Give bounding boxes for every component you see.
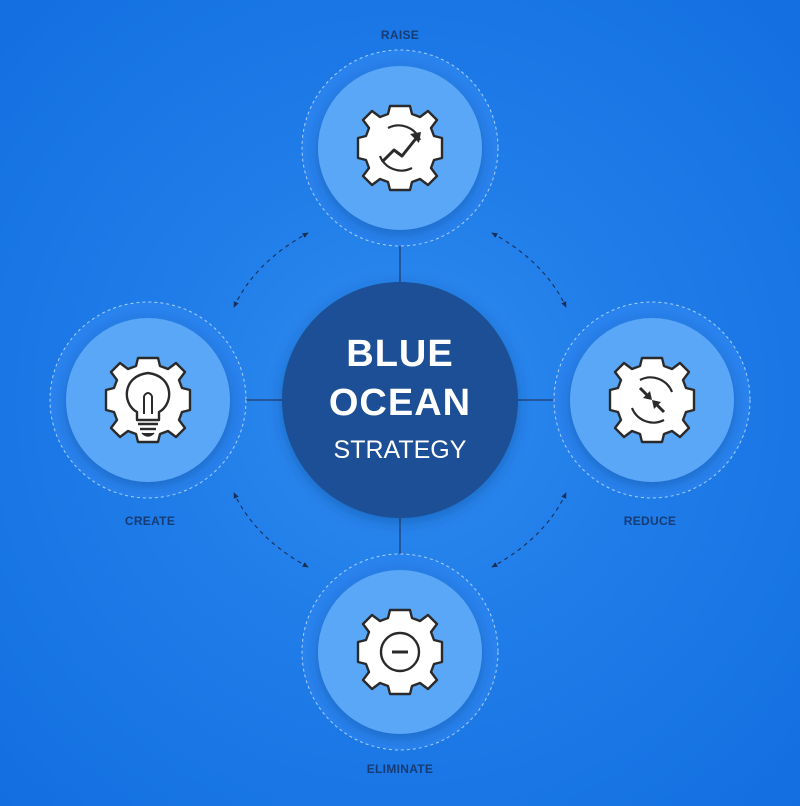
label-raise: RAISE bbox=[380, 28, 420, 42]
gear-reduce-arrows-icon bbox=[608, 356, 696, 444]
gear-lightbulb-icon bbox=[104, 356, 192, 444]
node-create bbox=[49, 301, 247, 499]
arrow-eliminate-create bbox=[233, 492, 309, 568]
label-reduce: REDUCE bbox=[623, 514, 677, 528]
node-raise bbox=[301, 49, 499, 247]
center-title-line2: OCEAN bbox=[328, 382, 472, 424]
center-title-line1: BLUE bbox=[346, 333, 454, 375]
arrow-raise-reduce bbox=[491, 232, 567, 308]
gear-minus-icon bbox=[356, 608, 444, 696]
label-eliminate: ELIMINATE bbox=[366, 762, 434, 776]
node-eliminate bbox=[301, 553, 499, 751]
center-circle bbox=[282, 282, 518, 518]
gear-trend-up-icon bbox=[356, 104, 444, 192]
center-subtitle: STRATEGY bbox=[333, 436, 467, 464]
node-reduce bbox=[553, 301, 751, 499]
arrow-reduce-eliminate bbox=[491, 492, 567, 568]
arrow-create-raise bbox=[233, 232, 309, 308]
label-create: CREATE bbox=[124, 514, 176, 528]
